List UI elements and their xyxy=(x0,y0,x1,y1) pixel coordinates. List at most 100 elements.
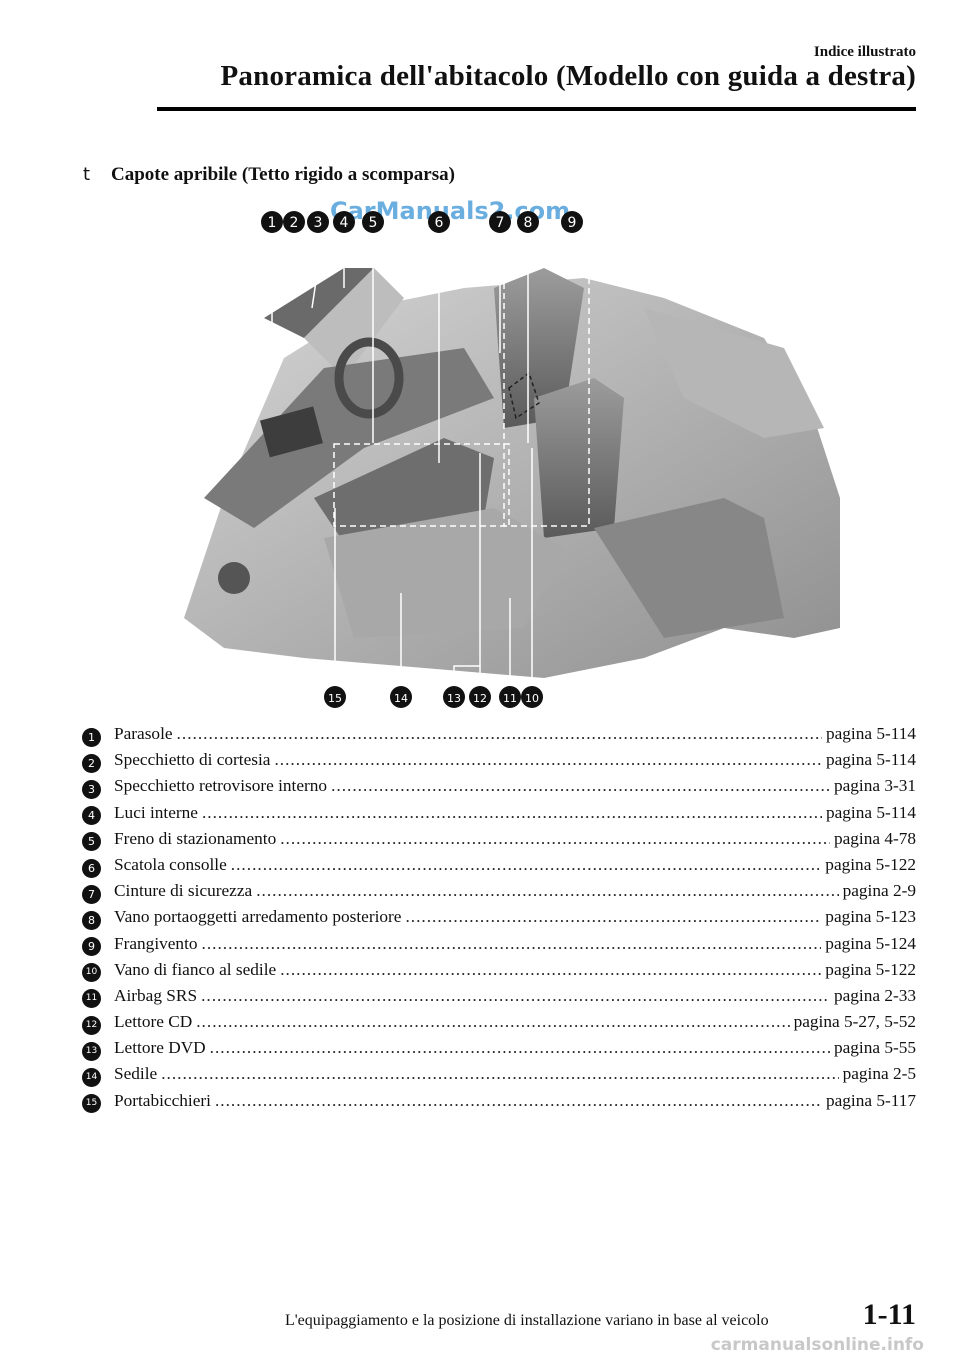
callouts-bottom: 15 14 13 12 11 10 xyxy=(324,686,543,708)
item-page-ref: pagina 5-55 xyxy=(833,1038,916,1058)
list-item: 11 Airbag SRS pagina 2-33 xyxy=(82,986,916,1012)
item-label: Frangivento xyxy=(114,933,198,953)
item-label: Freno di stazionamento xyxy=(114,828,277,848)
item-label: Cinture di sicurezza xyxy=(114,881,253,901)
item-label: Scatola consolle xyxy=(114,854,227,874)
leader-dots xyxy=(177,724,822,744)
item-label: Sedile xyxy=(114,1064,158,1084)
item-number: 3 xyxy=(82,779,101,799)
item-number: 15 xyxy=(82,1094,101,1114)
item-label: Lettore CD xyxy=(114,1012,193,1032)
header-divider xyxy=(157,107,916,111)
leader-dots xyxy=(280,960,821,980)
callout-15: 15 xyxy=(328,692,342,705)
callout-10: 10 xyxy=(525,692,539,705)
item-number: 10 xyxy=(82,963,101,983)
list-item: 6 Scatola consolle pagina 5-122 xyxy=(82,855,916,881)
item-page-ref: pagina 5-122 xyxy=(825,854,916,874)
item-number: 6 xyxy=(82,858,101,878)
cabin-illustration: CarManuals2.com 1 2 3 4 5 6 7 8 9 15 14 … xyxy=(164,197,840,718)
list-item: 5 Freno di stazionamento pagina 4-78 xyxy=(82,829,916,855)
callout-7: 7 xyxy=(496,215,505,231)
leader-dots xyxy=(196,1012,789,1032)
leader-dots xyxy=(161,1064,838,1084)
item-page-ref: pagina 3-31 xyxy=(833,776,916,796)
windscreen-frame xyxy=(264,268,374,338)
frangivento-outline xyxy=(503,242,590,527)
list-item: 7 Cinture di sicurezza pagina 2-9 xyxy=(82,881,916,907)
leader-dots xyxy=(405,907,821,927)
list-item: 4 Luci interne pagina 5-114 xyxy=(82,803,916,829)
item-page-ref: pagina 2-33 xyxy=(833,985,916,1005)
item-page-ref: pagina 2-9 xyxy=(842,881,916,901)
list-item: 15 Portabicchieri pagina 5-117 xyxy=(82,1091,916,1117)
item-number: 2 xyxy=(82,753,101,773)
item-number: 12 xyxy=(82,1015,101,1035)
callouts-top: 1 2 3 4 5 6 7 8 9 xyxy=(261,211,583,233)
item-label: Airbag SRS xyxy=(114,985,198,1005)
leader-dots xyxy=(210,1038,830,1058)
page-title: Panoramica dell'abitacolo (Modello con g… xyxy=(220,60,916,92)
item-number: 1 xyxy=(82,727,101,747)
item-page-ref: pagina 5-123 xyxy=(825,907,916,927)
subheading-text: Capote apribile (Tetto rigido a scompars… xyxy=(111,164,455,185)
dashboard xyxy=(204,348,494,528)
callout-2: 2 xyxy=(290,215,299,231)
item-label: Lettore DVD xyxy=(114,1038,206,1058)
item-page-ref: pagina 5-114 xyxy=(825,724,916,743)
callout-14: 14 xyxy=(394,692,408,705)
item-number: 7 xyxy=(82,884,101,904)
item-label: Portabicchieri xyxy=(114,1090,211,1110)
leader-dots xyxy=(215,1091,822,1111)
callout-8: 8 xyxy=(524,215,533,231)
seat-cushion xyxy=(324,508,564,638)
center-display xyxy=(260,406,323,458)
list-item: 13 Lettore DVD pagina 5-55 xyxy=(82,1038,916,1064)
leader-dots xyxy=(202,803,822,823)
item-page-ref: pagina 5-117 xyxy=(825,1090,916,1110)
item-page-ref: pagina 5-114 xyxy=(825,802,916,822)
item-number: 11 xyxy=(82,989,101,1009)
rear-deck xyxy=(644,308,824,438)
leader-dots xyxy=(202,934,822,954)
item-page-ref: pagina 5-124 xyxy=(825,933,916,953)
cabin-photo: CarManuals2.com 1 2 3 4 5 6 7 8 9 15 14 … xyxy=(184,197,840,708)
leader-lines-bottom xyxy=(334,448,533,686)
item-page-ref: pagina 4-78 xyxy=(833,828,916,848)
speaker xyxy=(218,562,250,594)
callout-11: 11 xyxy=(503,692,517,705)
leader-dots xyxy=(256,881,838,901)
site-watermark: carmanualsonline.info xyxy=(710,1335,924,1355)
callout-6: 6 xyxy=(435,215,444,231)
footer-note: L'equipaggiamento e la posizione di inst… xyxy=(285,1312,769,1329)
item-number: 14 xyxy=(82,1068,101,1088)
door-panel xyxy=(594,498,784,638)
leader-dots xyxy=(331,776,830,796)
callout-9: 9 xyxy=(568,215,577,231)
callout-5: 5 xyxy=(369,215,378,231)
item-label: Vano portaoggetti arredamento posteriore xyxy=(114,907,402,927)
item-label: Luci interne xyxy=(114,802,198,822)
leader-dots xyxy=(231,855,822,875)
leader-dots xyxy=(280,829,830,849)
item-number: 4 xyxy=(82,806,101,826)
passenger-seat-back xyxy=(534,378,624,538)
leader-dots xyxy=(201,986,830,1006)
item-page-ref: pagina 2-5 xyxy=(842,1064,916,1084)
callout-1: 1 xyxy=(268,215,277,231)
callout-4: 4 xyxy=(340,215,349,231)
page-number: 1-11 xyxy=(862,1298,916,1331)
callout-12: 12 xyxy=(473,692,487,705)
item-number: 5 xyxy=(82,832,101,852)
leader-lines-top xyxy=(271,232,573,463)
section-title: Indice illustrato xyxy=(813,44,916,60)
item-page-ref: pagina 5-122 xyxy=(825,959,916,979)
item-number: 9 xyxy=(82,937,101,957)
item-label: Parasole xyxy=(114,724,173,743)
driver-seat-back xyxy=(494,268,584,428)
leader-dots xyxy=(274,750,822,770)
item-number: 13 xyxy=(82,1041,101,1061)
